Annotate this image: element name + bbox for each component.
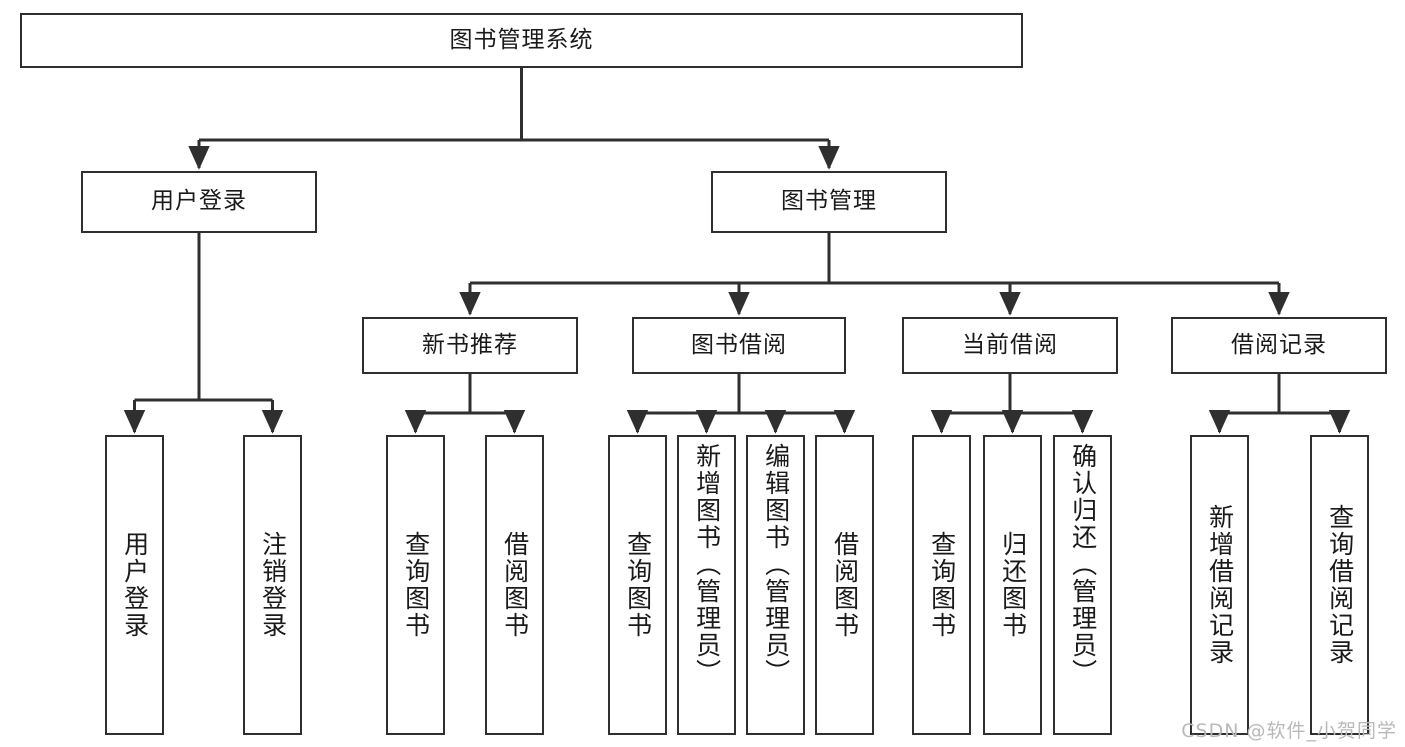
node-label: 注销登录 — [258, 531, 288, 639]
node-leaf-user-login[interactable]: 用户登录 — [105, 435, 164, 735]
node-leaf-borrow-book-2[interactable]: 借阅图书 — [815, 435, 874, 735]
node-label: 图书借阅 — [691, 331, 787, 358]
node-leaf-confirm-return[interactable]: 确认归还（管理员） — [1053, 435, 1112, 735]
node-leaf-query-record[interactable]: 查询借阅记录 — [1310, 435, 1369, 735]
node-label: 图书管理 — [781, 188, 877, 215]
node-label: 新增图书（管理员） — [692, 443, 722, 686]
node-label: 借阅图书 — [500, 531, 530, 639]
node-leaf-add-record[interactable]: 新增借阅记录 — [1190, 435, 1249, 735]
node-leaf-query-book-2[interactable]: 查询图书 — [608, 435, 667, 735]
node-book-borrow[interactable]: 图书借阅 — [632, 317, 846, 374]
node-leaf-return-book[interactable]: 归还图书 — [983, 435, 1042, 735]
node-book-manage[interactable]: 图书管理 — [711, 171, 947, 233]
node-label: 当前借阅 — [962, 331, 1058, 358]
node-label: 借阅图书 — [830, 531, 860, 639]
node-label: 查询借阅记录 — [1325, 504, 1355, 666]
node-label: 用户登录 — [151, 188, 247, 215]
node-leaf-query-book-3[interactable]: 查询图书 — [912, 435, 971, 735]
node-label: 查询图书 — [623, 531, 653, 639]
node-label: 新增借阅记录 — [1205, 504, 1235, 666]
node-user-login[interactable]: 用户登录 — [81, 171, 317, 233]
node-leaf-borrow-book-1[interactable]: 借阅图书 — [485, 435, 544, 735]
node-borrow-record[interactable]: 借阅记录 — [1171, 317, 1387, 374]
node-root[interactable]: 图书管理系统 — [20, 13, 1023, 68]
node-label: 编辑图书（管理员） — [761, 443, 791, 686]
node-label: 查询图书 — [401, 531, 431, 639]
node-label: 查询图书 — [927, 531, 957, 639]
node-leaf-user-logout[interactable]: 注销登录 — [243, 435, 302, 735]
node-current-borrow[interactable]: 当前借阅 — [902, 317, 1118, 374]
node-new-book-rec[interactable]: 新书推荐 — [362, 317, 578, 374]
node-label: 归还图书 — [998, 531, 1028, 639]
node-label: 确认归还（管理员） — [1068, 443, 1098, 686]
node-label: 新书推荐 — [422, 331, 518, 358]
node-label: 用户登录 — [120, 531, 150, 639]
node-label: 图书管理系统 — [449, 26, 594, 53]
node-label: 借阅记录 — [1231, 331, 1327, 358]
csdn-watermark: CSDN @软件_小贺同学 — [1181, 720, 1397, 742]
node-leaf-edit-book[interactable]: 编辑图书（管理员） — [746, 435, 805, 735]
node-leaf-query-book-1[interactable]: 查询图书 — [386, 435, 445, 735]
node-leaf-add-book[interactable]: 新增图书（管理员） — [677, 435, 736, 735]
